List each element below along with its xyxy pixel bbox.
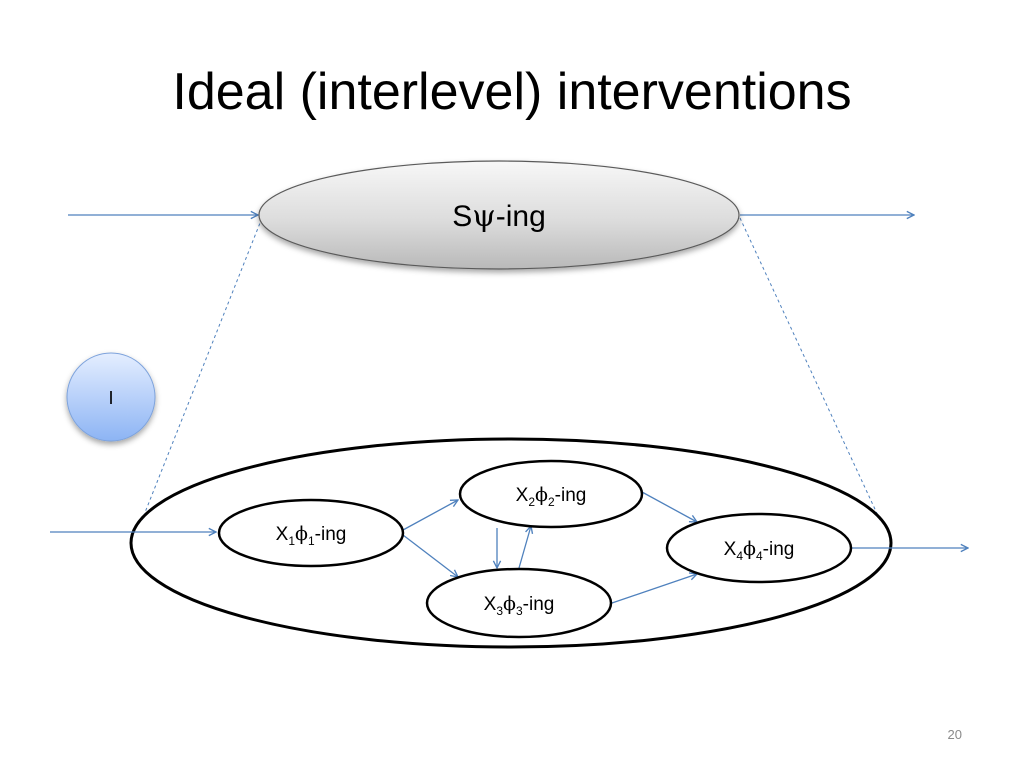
node-x1-label: X1ϕ1-ing	[276, 523, 347, 548]
page-number: 20	[947, 727, 962, 742]
projection-line-left	[141, 217, 263, 521]
intervention-node: I	[66, 352, 156, 442]
edge-x3-x2	[518, 526, 531, 569]
lower-container	[129, 437, 893, 649]
edge-x1-x3	[402, 534, 458, 577]
intervention-label: I	[108, 388, 113, 408]
edge-x3-x4	[611, 574, 697, 604]
node-x1: X1ϕ1-ing	[217, 498, 405, 568]
edge-x1-x2	[402, 500, 458, 531]
edge-x2-x4	[641, 491, 697, 522]
upper-node: Sψ-ing	[258, 160, 740, 270]
projection-line-right	[739, 217, 881, 521]
node-x4-label: X4ϕ4-ing	[724, 538, 795, 563]
upper-node-label: Sψ-ing	[452, 199, 546, 234]
node-x2-label: X2ϕ2-ing	[516, 484, 587, 509]
node-x3: X3ϕ3-ing	[425, 567, 613, 639]
node-x3-label: X3ϕ3-ing	[484, 593, 555, 618]
slide-title: Ideal (interlevel) interventions	[172, 63, 852, 121]
node-x2: X2ϕ2-ing	[458, 459, 644, 529]
node-x4: X4ϕ4-ing	[665, 512, 853, 584]
